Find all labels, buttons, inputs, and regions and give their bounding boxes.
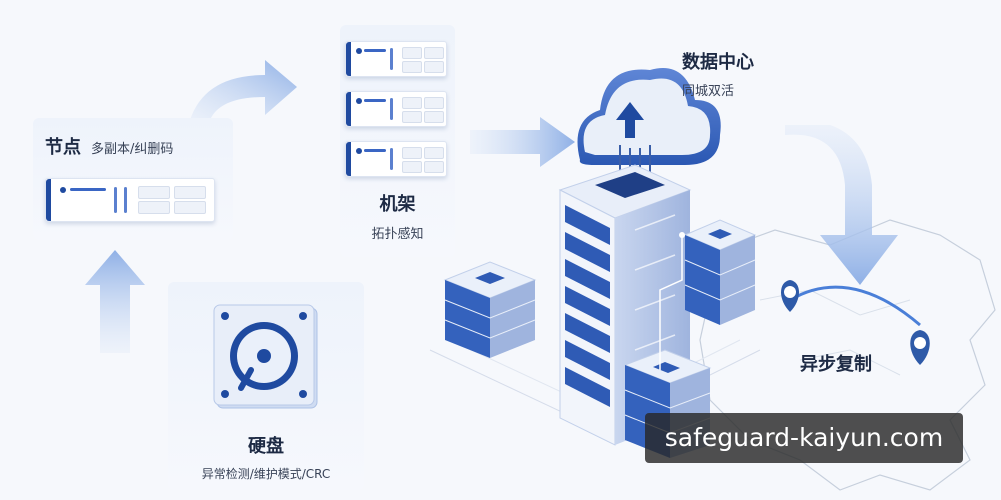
replication-title: 异步复制 xyxy=(800,354,872,375)
hard-disk-icon xyxy=(213,304,318,409)
disk-panel: 硬盘 异常检测/维护模式/CRC xyxy=(168,282,364,490)
cloud-icon xyxy=(577,68,721,165)
datacenter-title: 数据中心 xyxy=(682,52,754,73)
server-unit-icon xyxy=(45,178,215,222)
map-pin-icon xyxy=(781,280,799,312)
server-unit-icon xyxy=(345,91,447,127)
disk-subtitle: 异常检测/维护模式/CRC xyxy=(201,467,331,481)
server-stack xyxy=(683,219,757,325)
rack-subtitle: 拓扑感知 xyxy=(371,227,424,242)
watermark: safeguard-kaiyun.com xyxy=(645,413,963,463)
replication-arc xyxy=(781,280,930,365)
node-panel: 节点 多副本/纠删码 xyxy=(33,118,233,240)
node-subtitle: 多副本/纠删码 xyxy=(91,142,174,157)
arrow-icon xyxy=(785,125,898,285)
map-pin-icon xyxy=(910,330,930,365)
server-stack xyxy=(443,261,537,358)
rack-title: 机架 xyxy=(379,194,416,215)
rack-panel: 机架 拓扑感知 xyxy=(340,25,455,257)
server-unit-icon xyxy=(345,41,447,77)
arrow-icon xyxy=(85,250,145,353)
node-title: 节点 xyxy=(45,137,81,158)
data-center-illustration xyxy=(429,68,761,458)
server-unit-icon xyxy=(345,141,447,177)
disk-title: 硬盘 xyxy=(248,436,284,457)
arrow-icon xyxy=(470,117,575,167)
datacenter-subtitle: 同城双活 xyxy=(682,84,735,99)
arrow-icon xyxy=(190,60,297,120)
upload-arrow-icon xyxy=(616,102,644,138)
